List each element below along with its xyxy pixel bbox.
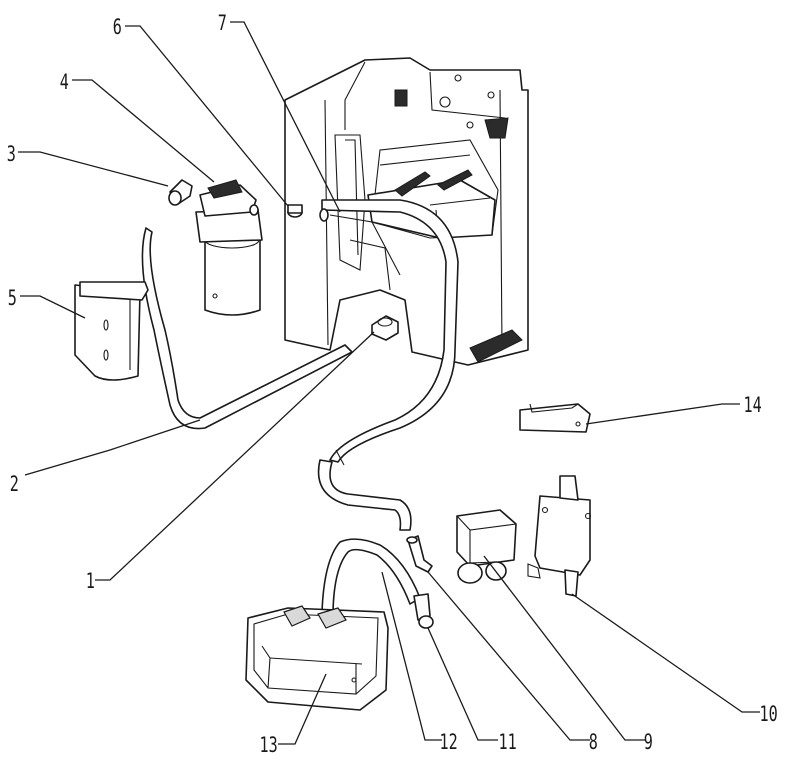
elbow-fitting xyxy=(168,179,193,206)
hose-lower xyxy=(317,449,412,531)
callout-12: 12 xyxy=(440,731,458,755)
panel-fitting-6 xyxy=(287,204,303,218)
callout-5: 5 xyxy=(8,287,17,311)
callout-1: 1 xyxy=(86,570,95,594)
hose-12 xyxy=(321,538,421,613)
filter-cartridge xyxy=(195,179,263,316)
callout-13: 13 xyxy=(260,734,278,758)
callout-3: 3 xyxy=(7,143,16,167)
callout-9: 9 xyxy=(644,731,653,755)
drain-box xyxy=(245,605,389,711)
callout-2: 2 xyxy=(10,473,19,497)
callout-14: 14 xyxy=(744,394,762,418)
callout-11: 11 xyxy=(499,731,517,755)
callout-labels: 1 2 3 4 5 6 7 8 9 10 11 12 13 14 xyxy=(7,12,778,758)
callout-6: 6 xyxy=(113,16,122,40)
solenoid-valve xyxy=(456,509,517,584)
panel-fitting-1 xyxy=(371,315,399,341)
leader-lines xyxy=(18,21,760,745)
callout-7: 7 xyxy=(218,12,227,36)
callout-4: 4 xyxy=(60,71,69,95)
mounting-bracket-left xyxy=(74,281,149,381)
callout-10: 10 xyxy=(760,703,778,727)
tee-fitting xyxy=(406,535,433,573)
hose-upper xyxy=(319,199,459,463)
elbow-11 xyxy=(413,593,434,629)
bracket-14 xyxy=(519,403,591,433)
callout-8: 8 xyxy=(589,731,598,755)
mounting-plate-10 xyxy=(527,475,592,597)
